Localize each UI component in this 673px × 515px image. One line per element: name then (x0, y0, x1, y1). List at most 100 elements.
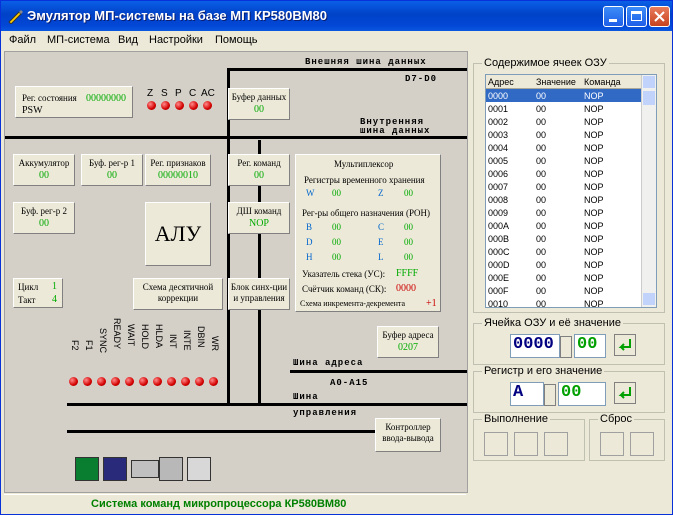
ram-cell-address: 0009 (488, 207, 509, 218)
ram-cell-address: 000E (488, 272, 510, 283)
flag-p-label: P (175, 88, 182, 99)
cell-value-field[interactable]: 00 (574, 334, 606, 358)
incdec-label: Схема инкремента-декремента (300, 299, 406, 308)
ram-cell-value: 00 (536, 142, 547, 153)
signal-inte-label: INTE (182, 330, 192, 351)
sp-label: Указатель стека (УС): (302, 269, 386, 279)
incdec-value: +1 (426, 298, 437, 309)
monitor-icon[interactable] (75, 457, 99, 481)
ram-header-address[interactable]: Адрес (488, 76, 514, 87)
minimize-button[interactable] (603, 6, 624, 27)
reset-registers-button[interactable] (630, 432, 654, 456)
external-data-bus-label: Внешняя шина данных (305, 57, 427, 67)
reg-b-value: 00 (332, 222, 341, 232)
external-data-bus-pins: D7-D0 (405, 74, 438, 84)
ram-cell-address: 0002 (488, 116, 509, 127)
printer-icon[interactable] (187, 457, 211, 481)
exec-title: Выполнение (482, 413, 551, 425)
reg-h-value: 00 (332, 252, 341, 262)
menu-help[interactable]: Помощь (215, 34, 258, 46)
title-bar[interactable]: Эмулятор МП-системы на базе МП КР580ВМ80 (1, 1, 672, 31)
ram-cell-command: NOP (584, 168, 604, 179)
flag-ac-led (203, 101, 212, 110)
ram-cell-command: NOP (584, 285, 604, 296)
scroll-up-button[interactable] (643, 76, 655, 88)
drive-icon[interactable] (131, 460, 159, 478)
ram-header-command[interactable]: Команда (584, 76, 621, 87)
menu-view[interactable]: Вид (118, 34, 138, 46)
reg-d-value: 00 (332, 237, 341, 247)
flag-p-led (175, 101, 184, 110)
cell-editor-group: Ячейка ОЗУ и её значение 0000 00 (473, 317, 665, 365)
ram-cell-command: NOP (584, 298, 604, 308)
maximize-button[interactable] (626, 6, 647, 27)
step-button[interactable] (514, 432, 538, 456)
accumulator-value: 00 (39, 170, 49, 181)
signal-wait-led (125, 377, 134, 386)
ram-cell-address: 000C (488, 246, 510, 257)
menu-system[interactable]: МП-система (47, 34, 110, 46)
reset-group: Сброс (589, 413, 665, 461)
reg-c-label: C (378, 222, 385, 232)
run-to-button[interactable] (544, 432, 568, 456)
ram-scrollbar[interactable] (641, 75, 656, 307)
cell-address-spin[interactable] (560, 336, 572, 358)
status-text[interactable]: Система команд микропроцессора КР580ВМ80 (91, 498, 347, 510)
reg-b-label: B (306, 222, 313, 232)
address-bus-pins: A0-A15 (330, 378, 369, 388)
cell-apply-button[interactable] (614, 334, 636, 356)
scroll-down-button[interactable] (643, 293, 655, 305)
ram-title: Содержимое ячеек ОЗУ (482, 57, 609, 69)
mux-label: Мультиплексор (334, 159, 394, 169)
scroll-thumb[interactable] (643, 91, 655, 105)
ram-cell-value: 00 (536, 259, 547, 270)
ram-cell-command: NOP (584, 194, 604, 205)
ram-cell-command: NOP (584, 103, 604, 114)
buffer-register-2-value: 00 (39, 218, 49, 229)
floppy-icon[interactable] (103, 457, 127, 481)
ram-header-value[interactable]: Значение (536, 76, 576, 87)
menu-file[interactable]: Файл (9, 34, 37, 46)
ram-cell-command: NOP (584, 90, 604, 101)
keyboard-icon[interactable] (159, 457, 183, 481)
run-button[interactable] (484, 432, 508, 456)
reg-editor-group: Регистр и его значение A 00 (473, 365, 665, 413)
temp-regs-label: Регистры временного хранения (304, 175, 425, 185)
register-value-field[interactable]: 00 (558, 382, 606, 406)
reg-e-label: E (378, 237, 384, 247)
close-button[interactable] (649, 6, 670, 27)
flag-s-led (161, 101, 170, 110)
register-apply-button[interactable] (614, 382, 636, 404)
cell-address-field[interactable]: 0000 (510, 334, 560, 358)
flag-z-label: Z (147, 88, 154, 99)
signal-wr-label: WR (210, 336, 220, 351)
reset-memory-button[interactable] (600, 432, 624, 456)
menu-settings[interactable]: Настройки (149, 34, 203, 46)
address-bus (290, 370, 467, 373)
register-select[interactable]: A (510, 382, 544, 406)
register-spin[interactable] (544, 384, 556, 406)
psw-register: Рег. состояния 00000000 PSW (15, 86, 133, 118)
sync-control-label-1: Блок синх-ции (230, 282, 288, 292)
